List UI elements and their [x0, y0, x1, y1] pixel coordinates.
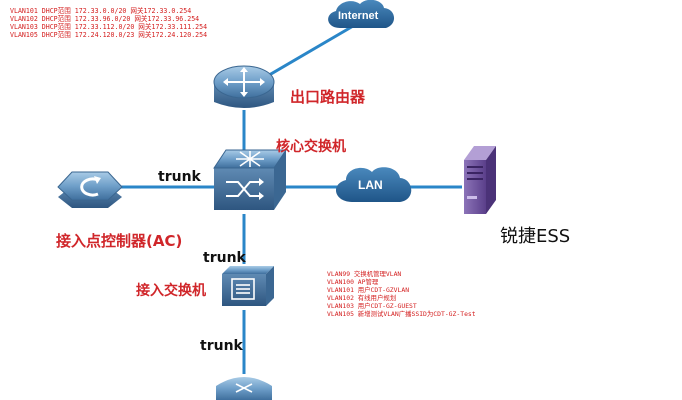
vlan-note-line: VLAN101 用户CDT-GZVLAN	[327, 286, 410, 294]
lan-cloud-icon	[335, 167, 412, 202]
ess-label: 锐捷ESS	[500, 226, 571, 247]
internet-cloud-icon	[328, 0, 394, 28]
access-point-icon	[216, 377, 272, 400]
trunk-label-ap: trunk	[200, 338, 243, 354]
core-switch-label: 核心交换机	[276, 139, 346, 155]
vlan-note-line: VLAN105 新增测试VLAN广播SSID为CDT-GZ-Test	[327, 310, 476, 318]
links	[120, 20, 462, 374]
exit-router-label: 出口路由器	[290, 88, 366, 106]
ess-server-icon	[464, 146, 496, 214]
core-switch-icon	[213, 149, 287, 210]
dhcp-note-line: VLAN105 DHCP范围 172.24.120.0/23 网关172.24.…	[10, 31, 208, 39]
vlan-note-line: VLAN102 有线用户规划	[327, 294, 397, 302]
access-switch-label: 接入交换机	[136, 283, 206, 299]
ac-label: 接入点控制器(AC)	[56, 232, 183, 250]
lan-label: LAN	[358, 178, 383, 192]
trunk-label-ac: trunk	[158, 169, 201, 185]
dhcp-note-line: VLAN102 DHCP范围 172.33.96.0/20 网关172.33.9…	[10, 15, 200, 23]
ac-controller-icon	[57, 171, 123, 208]
access-switch-icon	[222, 266, 274, 306]
vlan-note-line: VLAN103 用户CDT-GZ-GUEST	[327, 302, 417, 310]
vlan-note-line: VLAN100 AP管理	[327, 278, 379, 286]
dhcp-note-line: VLAN101 DHCP范围 172.33.0.0/20 网关172.33.0.…	[10, 7, 192, 15]
trunk-label-access: trunk	[203, 250, 246, 266]
dhcp-note-line: VLAN103 DHCP范围 172.33.112.0/20 网关172.33.…	[10, 23, 208, 31]
vlan-note-line: VLAN99 交换机管理VLAN	[327, 270, 402, 278]
internet-label: Internet	[338, 10, 379, 22]
exit-router-icon	[213, 65, 275, 108]
